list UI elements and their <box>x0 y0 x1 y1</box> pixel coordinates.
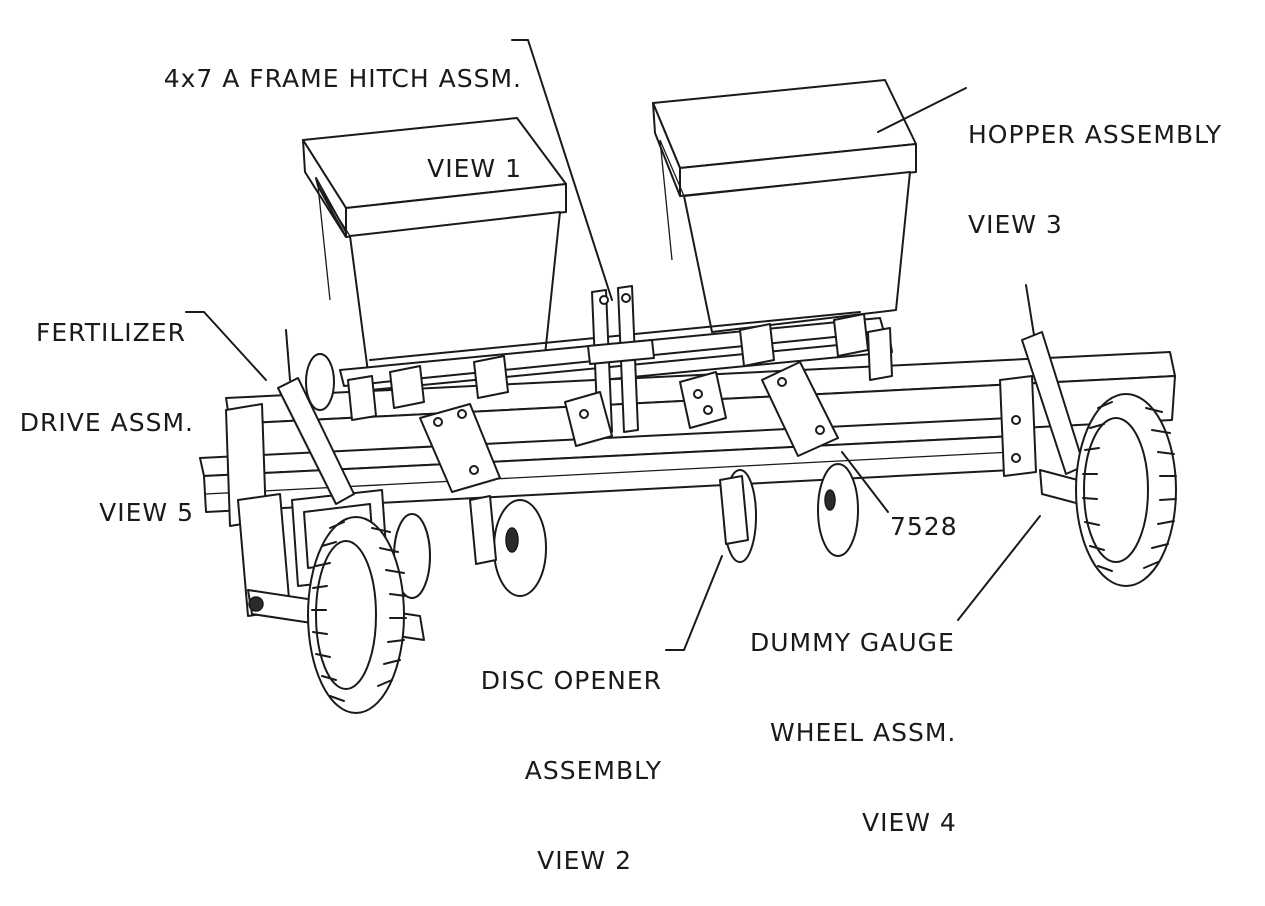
fertilizer-label: FERTILIZER <box>36 318 186 347</box>
right-tire <box>1075 393 1177 587</box>
fertilizer-drive-label: DRIVE ASSM. <box>19 408 194 437</box>
hopper-left <box>302 117 567 373</box>
callout-gauge-wheel: DUMMY GAUGE WHEEL ASSM. VIEW 4 <box>750 568 990 868</box>
fertilizer-view: VIEW 5 <box>99 498 194 527</box>
disc-opener-view: VIEW 2 <box>537 846 632 875</box>
hopper-right <box>652 79 917 333</box>
disc-opener-assembly: ASSEMBLY <box>524 756 662 785</box>
left-tire <box>307 516 407 714</box>
hitch-uprights <box>587 285 655 435</box>
gauge-wheel-label: DUMMY GAUGE <box>750 628 955 657</box>
row-brackets <box>347 313 893 493</box>
callout-hopper: HOPPER ASSEMBLY VIEW 3 <box>968 60 1258 270</box>
hitch-label: 4x7 A FRAME HITCH ASSM. <box>163 64 522 93</box>
disc-openers <box>393 463 859 599</box>
callout-hitch: 4x7 A FRAME HITCH ASSM. VIEW 1 <box>86 4 522 214</box>
gauge-wheel-assm: WHEEL ASSM. <box>770 718 957 747</box>
hopper-label: HOPPER ASSEMBLY <box>968 120 1222 149</box>
planter-drawing <box>185 39 1177 714</box>
disc-opener-label: DISC OPENER <box>480 666 662 695</box>
gauge-wheel-view: VIEW 4 <box>862 808 957 837</box>
leader-lines <box>185 39 1041 651</box>
hitch-view: VIEW 1 <box>427 154 522 183</box>
hopper-view: VIEW 3 <box>968 210 1063 239</box>
fertilizer-drive <box>225 329 425 641</box>
callout-disc-opener: DISC OPENER ASSEMBLY VIEW 2 <box>450 606 662 906</box>
part-number-label: 7528 <box>890 512 958 541</box>
callout-fertilizer: FERTILIZER DRIVE ASSM. VIEW 5 <box>4 258 194 558</box>
